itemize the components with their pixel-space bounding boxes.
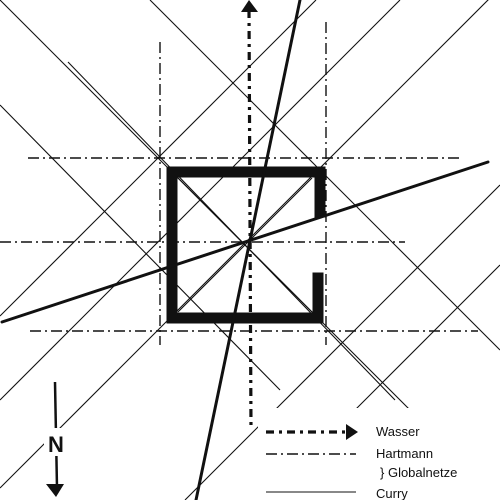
- building-diagonals: [177, 177, 313, 313]
- water-vein: [241, 0, 258, 431]
- building-outline: [166, 166, 326, 324]
- global-line-shallow: [0, 160, 490, 324]
- curry-line: [0, 104, 281, 391]
- legend-water-arrow-icon: [346, 424, 358, 440]
- water-vein-line: [247, 9, 253, 431]
- legend-global-grid-label: } Globalnetze: [380, 465, 457, 480]
- north-arrow: N: [44, 381, 66, 497]
- legend-water-label: Wasser: [376, 424, 420, 439]
- legend: Wasser Hartmann } Globalnetze Curry: [258, 408, 500, 500]
- north-letter: N: [48, 432, 64, 457]
- legend-curry-label: Curry: [376, 486, 408, 500]
- water-vein-arrow-icon: [241, 0, 258, 12]
- north-arrow-head-icon: [46, 484, 64, 497]
- hartmann-grid-lines: [0, 22, 478, 345]
- legend-hartmann-label: Hartmann: [376, 446, 433, 461]
- global-line-steep: [194, 0, 302, 500]
